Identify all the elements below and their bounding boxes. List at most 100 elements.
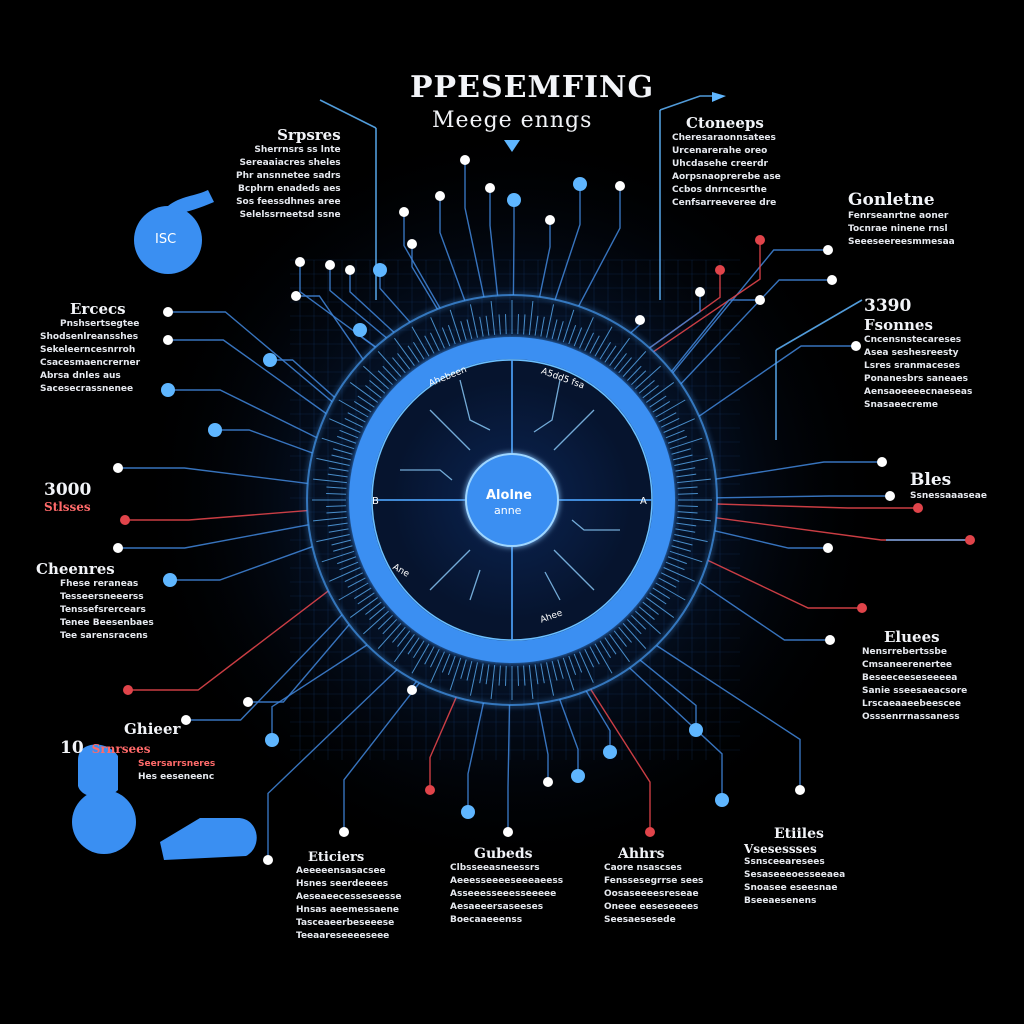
- connector-line: [578, 186, 621, 307]
- section-text: Seesaesesede: [604, 915, 676, 925]
- tick-mark: [479, 316, 484, 337]
- tick-mark: [447, 655, 456, 675]
- tick-mark: [339, 561, 359, 571]
- tick-mark: [430, 648, 440, 668]
- connector-node: [120, 515, 130, 525]
- tick-mark: [534, 664, 539, 685]
- section-text: Cncensnstecareses: [864, 335, 962, 345]
- tick-mark: [321, 550, 355, 563]
- connector-node: [857, 603, 867, 613]
- section-text: Fenssesegrrse sees: [604, 876, 704, 886]
- section-text: Boecaaeeenss: [450, 915, 523, 925]
- tick-mark: [579, 317, 594, 349]
- connector-line: [698, 345, 856, 417]
- connector-line: [649, 292, 701, 349]
- tick-mark: [333, 448, 353, 455]
- section-text: Urcenarerahe oreo: [672, 146, 768, 156]
- section-text: Snoasee eseesnae: [744, 883, 838, 893]
- connector-line: [128, 590, 329, 691]
- connector-node: [603, 745, 617, 759]
- section-ahhrs: Ahhrs Caore nsascses Fenssesegrrse sees …: [604, 846, 703, 927]
- connector-node: [615, 181, 625, 191]
- tick-mark: [669, 550, 703, 563]
- connector-node: [113, 543, 123, 553]
- tick-mark: [447, 325, 456, 345]
- section-text: Fhese reraneas: [60, 579, 139, 589]
- section-etiiles: Etiiles Vsesessses Ssnsceearesees Sesase…: [744, 826, 845, 908]
- tick-mark: [579, 651, 594, 683]
- tick-mark: [528, 301, 534, 335]
- connector-line: [489, 188, 499, 296]
- connector-line: [507, 704, 511, 832]
- tick-mark: [344, 572, 364, 582]
- tick-mark: [557, 659, 564, 679]
- tick-mark: [498, 665, 501, 686]
- tick-mark: [430, 317, 445, 349]
- tick-mark: [677, 505, 698, 507]
- tick-mark: [411, 326, 430, 357]
- section-text: Oosaseeeesreseae: [604, 889, 699, 899]
- section-ercecs: Ercecs Pnshsertsegtee Shodsenlreansshes …: [40, 300, 140, 396]
- connector-line: [464, 160, 485, 298]
- page-subtitle: Meege enngs: [432, 108, 593, 133]
- tick-mark: [326, 493, 347, 495]
- tick-mark: [377, 351, 402, 377]
- tick-mark: [622, 351, 647, 377]
- tick-mark: [377, 614, 393, 630]
- connector-node: [715, 265, 725, 275]
- connector-node: [645, 827, 655, 837]
- connector-node: [460, 155, 470, 165]
- connector-node: [461, 805, 475, 819]
- connector-node: [181, 715, 191, 725]
- tick-mark: [353, 587, 372, 599]
- tick-mark: [382, 365, 398, 381]
- tick-mark: [667, 435, 687, 444]
- tick-mark: [517, 314, 519, 335]
- tick-mark: [469, 304, 478, 338]
- connector-node: [163, 335, 173, 345]
- tick-mark: [677, 486, 698, 489]
- bulb-icon: [72, 790, 136, 854]
- tick-mark: [328, 528, 349, 533]
- tick-mark: [363, 610, 389, 635]
- tick-mark: [635, 610, 661, 635]
- section-text: Aeeeeensasacsee: [296, 866, 386, 876]
- flask-icon: [78, 744, 118, 798]
- tick-mark: [551, 660, 558, 681]
- section-text: Hnsas aeemessaene: [296, 905, 400, 915]
- connector-node: [425, 785, 435, 795]
- tick-mark: [411, 643, 430, 674]
- circuit-trace: [400, 469, 453, 481]
- section-text: Ssnsceearesees: [744, 857, 825, 867]
- tick-mark: [649, 592, 667, 605]
- tick-mark: [517, 665, 519, 686]
- tick-mark: [394, 337, 415, 366]
- tick-mark: [466, 319, 473, 340]
- tick-mark: [584, 648, 594, 668]
- section-text: Abrsa dnles aus: [40, 371, 121, 381]
- tick-mark: [599, 640, 611, 659]
- circuit-trace: [571, 519, 620, 531]
- connector-node: [885, 491, 895, 501]
- tick-mark: [347, 577, 366, 588]
- tick-mark: [540, 316, 545, 337]
- tick-mark: [665, 429, 685, 439]
- tick-mark: [357, 395, 375, 408]
- connector-line: [168, 339, 327, 415]
- tick-mark: [635, 365, 661, 390]
- tick-mark: [638, 380, 655, 394]
- tick-mark: [347, 412, 366, 423]
- connector-node: [325, 260, 335, 270]
- tick-mark: [407, 345, 420, 363]
- section-text: Fenrseanrtne aoner: [848, 211, 949, 221]
- tick-mark: [562, 657, 575, 691]
- tick-mark: [551, 319, 558, 340]
- connector-line: [672, 249, 828, 374]
- tick-mark: [349, 382, 378, 403]
- connector-line: [656, 644, 801, 790]
- frame-line: [775, 299, 863, 351]
- tick-mark: [631, 370, 647, 386]
- section-heading: Stlsses: [44, 500, 91, 514]
- section-text: Uhcdasehe creerdr: [672, 159, 768, 169]
- connector-line: [186, 614, 343, 721]
